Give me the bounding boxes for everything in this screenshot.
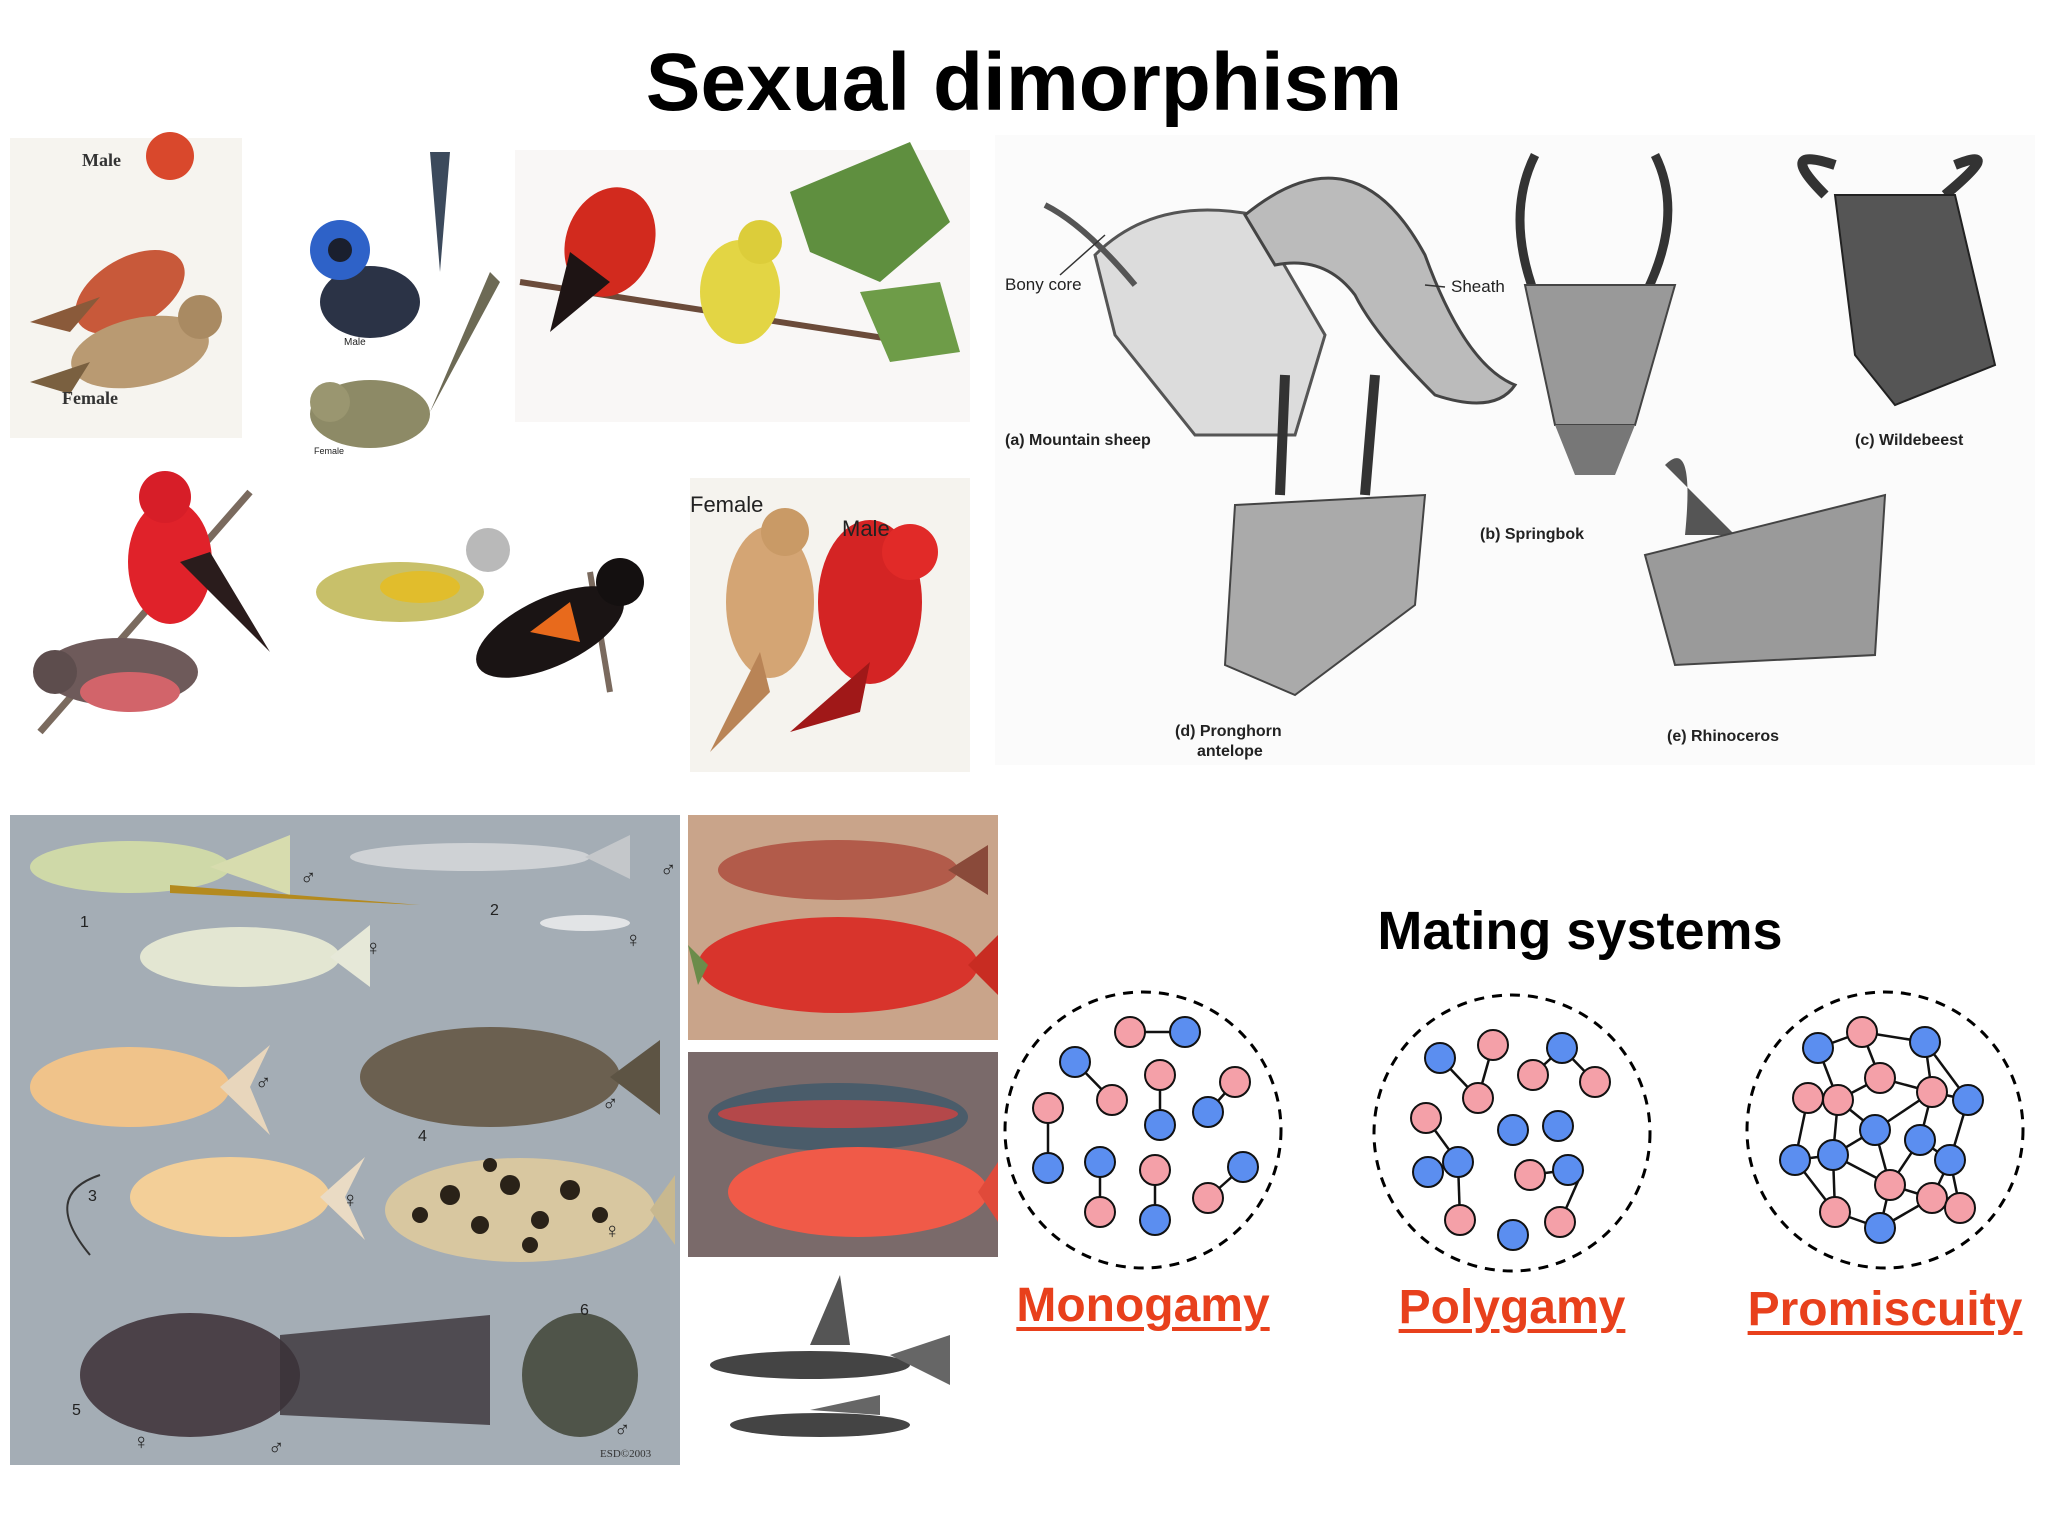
polygamy-label: Polygamy (1398, 1281, 1626, 1334)
male-symbol-3: ♂ (255, 1070, 272, 1095)
salmon-photo (688, 815, 998, 1040)
dragonet-sketch (700, 1265, 980, 1465)
mountain-sheep-label: (a) Mountain sheep (1005, 432, 1151, 449)
swordtail-fish-illustration (30, 835, 420, 987)
male-symbol-6: ♂ (614, 1417, 631, 1442)
fish-number-1: 1 (80, 914, 89, 931)
bony-core-label: Bony core (1005, 275, 1082, 294)
fish-number-3: 3 (88, 1188, 97, 1205)
wildebeest-label: (c) Wildebeest (1855, 432, 1964, 449)
sheath-label: Sheath (1451, 277, 1505, 296)
page-title: Sexual dimorphism (645, 37, 1403, 128)
monogamy-network-diagram (1003, 990, 1283, 1270)
mating-systems-title: Mating systems (1377, 901, 1783, 961)
female-symbol-5: ♀ (133, 1429, 150, 1454)
female-symbol-4: ♀ (604, 1218, 621, 1243)
cardinal-male-label: Male (842, 516, 890, 541)
monogamy-label: Monogamy (1016, 1279, 1270, 1332)
wren-female-label: Female (314, 446, 344, 456)
cardinal-female-label: Female (690, 492, 763, 517)
pike-fish-illustration (350, 835, 630, 931)
wren-male-label: Male (344, 337, 366, 348)
female-symbol-2: ♀ (625, 927, 642, 952)
finch-female-label: Female (62, 388, 118, 408)
promiscuity-network-diagram (1745, 990, 2025, 1270)
promiscuity-label: Promiscuity (1747, 1283, 2023, 1336)
northern-cardinal-illustration: Female Male (690, 478, 970, 772)
fish-number-2: 2 (490, 902, 499, 919)
pronghorn-illustration (1223, 374, 1427, 697)
fish-number-4: 4 (418, 1128, 427, 1145)
male-symbol-5: ♂ (268, 1435, 285, 1460)
springbok-label: (b) Springbok (1480, 526, 1584, 543)
house-finch-illustration: Male Female (10, 132, 242, 438)
anthias-fish-illustration (30, 1045, 365, 1240)
pronghorn-label-line1: (d) Pronghorn (1175, 723, 1282, 740)
female-symbol-3: ♀ (342, 1187, 359, 1212)
springbok-illustration (1515, 152, 1677, 475)
anglerfish-illustration (66, 1174, 638, 1437)
fish-copyright: ESD©2003 (600, 1448, 652, 1460)
fish-number-6: 6 (580, 1302, 589, 1319)
mountain-sheep-skull-illustration (1043, 176, 1518, 437)
male-symbol-2: ♂ (660, 857, 677, 882)
polygamy-network-diagram (1372, 993, 1652, 1273)
fairy-wrasse-photo (688, 1052, 998, 1257)
mating-networks (1000, 990, 2040, 1290)
female-symbol-1: ♀ (365, 935, 382, 960)
rhinoceros-illustration (1643, 458, 1887, 667)
fish-number-5: 5 (72, 1402, 81, 1419)
fish-illustration-panel: 1 2 3 4 5 6 ♂ ♀ ♂ ♀ ♂ ♀ ♂ ♀ ♀ ♂ ♂ ESD©20… (10, 815, 680, 1465)
rhinoceros-label: (e) Rhinoceros (1667, 728, 1779, 745)
american-redstart-illustration (316, 528, 644, 693)
finch-male-label: Male (82, 150, 121, 170)
scarlet-tanager-illustration (515, 142, 970, 422)
horns-illustration-panel: Bony core Sheath (a) Mountain sheep (b) … (995, 135, 2035, 765)
wrasse-fish-illustration (360, 1027, 675, 1262)
pronghorn-label-line2: antelope (1197, 743, 1263, 760)
male-symbol-4: ♂ (602, 1091, 619, 1116)
wildebeest-illustration (1797, 154, 1997, 407)
birds-illustration-panel: Male Female Male Female (10, 132, 970, 772)
fairy-wren-illustration: Male Female (310, 152, 500, 456)
male-symbol-1: ♂ (300, 865, 317, 890)
vermilion-flycatcher-illustration (33, 471, 270, 735)
